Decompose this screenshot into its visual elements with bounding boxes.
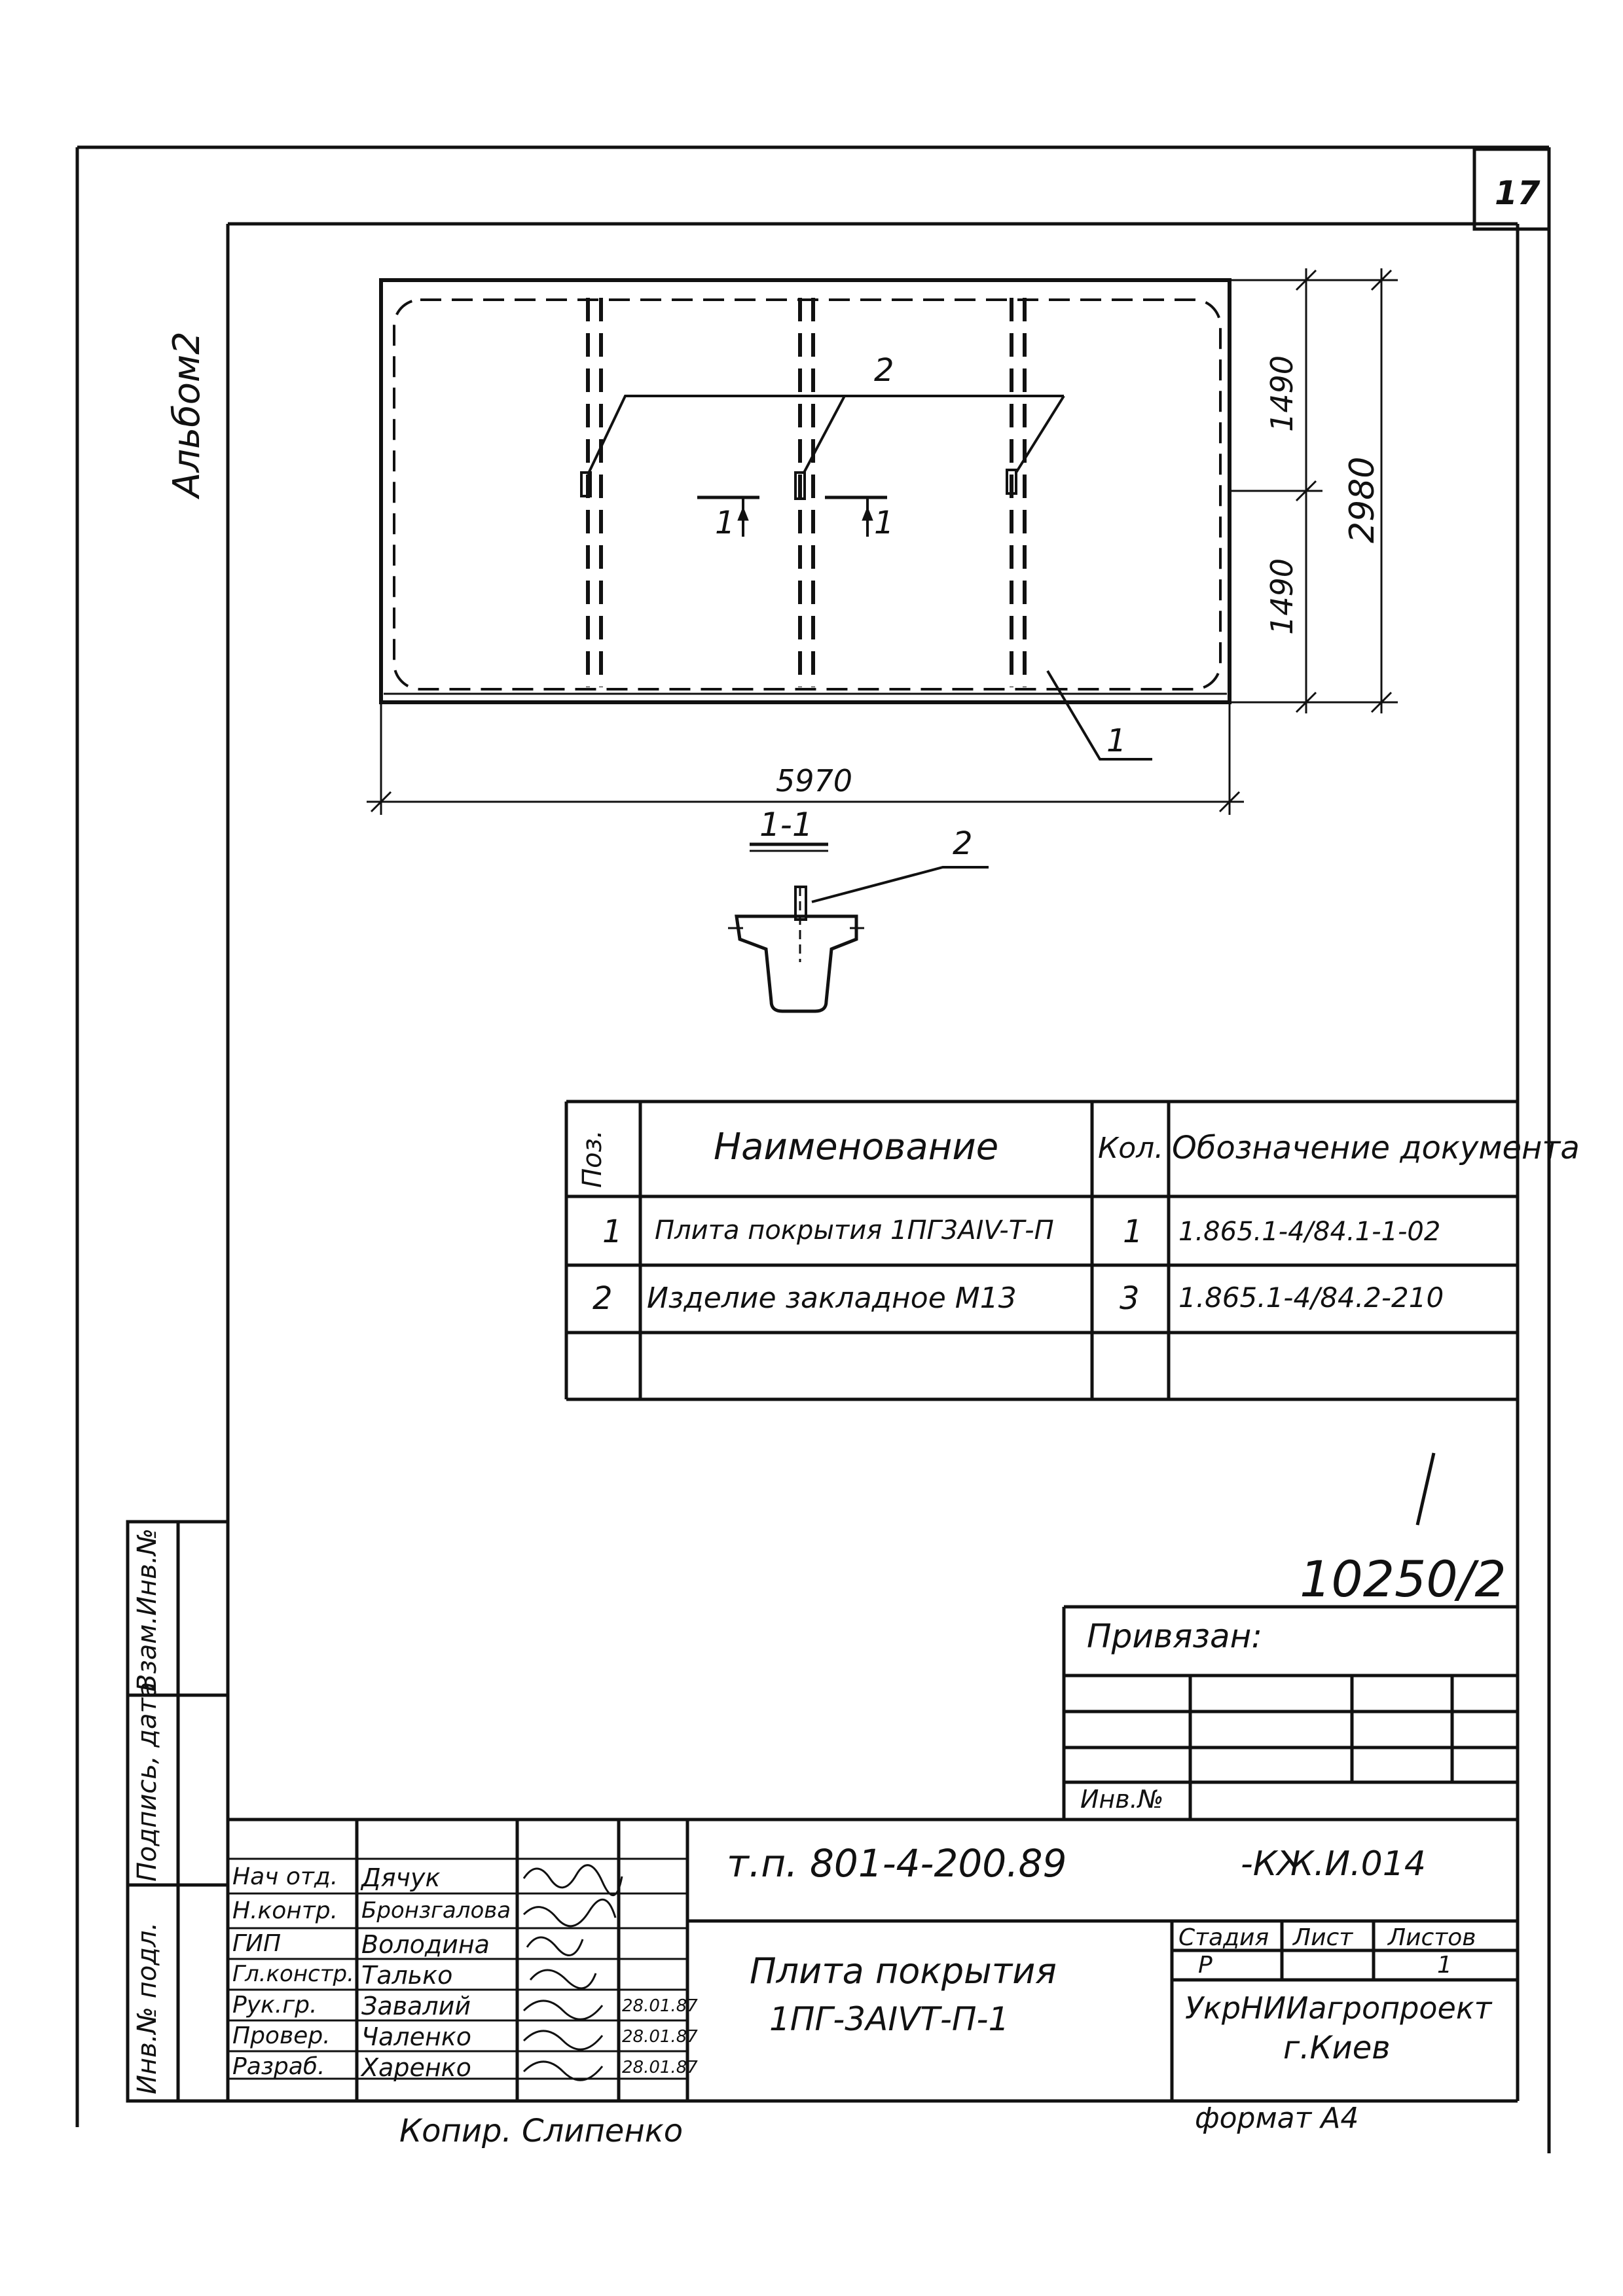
spec-row1-pos: 1	[602, 1213, 623, 1250]
section-title: 1-1	[759, 806, 813, 844]
dim-total-height: 2980	[1343, 456, 1382, 543]
title-block-grid	[228, 1818, 1518, 2101]
stage-header: Стадия	[1178, 1924, 1269, 1951]
sheets-header: Листов	[1388, 1924, 1476, 1951]
sheet-header: Лист	[1293, 1924, 1353, 1951]
role-4: Гл.констр.	[232, 1961, 354, 1987]
name-7: Харенко	[361, 2053, 471, 2082]
name-5: Завалий	[361, 1992, 471, 2020]
name-1: Дячук	[361, 1863, 441, 1892]
callout-plate-label: 1	[1106, 723, 1127, 759]
binding-label: Привязан:	[1087, 1617, 1263, 1655]
signatures	[522, 1452, 1436, 2081]
spec-table-grid	[564, 1100, 1518, 1401]
section-mark-left: 1	[715, 505, 735, 541]
role-1: Нач отд.	[232, 1863, 338, 1890]
archive-number: 10250/2	[1300, 1550, 1506, 1608]
spec-header-doc: Обозначение документа	[1172, 1130, 1580, 1166]
spec-row2-pos: 2	[593, 1280, 613, 1317]
slab-plan	[379, 278, 1231, 761]
spec-row1-name: Плита покрытия 1ПГ3АIV-Т-П	[655, 1215, 1054, 1246]
name-3: Володина	[361, 1930, 490, 1959]
section-callout-label: 2	[953, 825, 973, 862]
section-mark-right: 1	[874, 505, 894, 541]
side-stamp-signature-date: Подпись, дата	[132, 1681, 162, 1882]
dimension-lines	[367, 268, 1398, 815]
drawing-title-line1: Плита покрытия	[750, 1950, 1057, 1992]
spec-row2-name: Изделие закладное М13	[647, 1282, 1017, 1315]
name-2: Бронзгалова	[361, 1897, 511, 1924]
role-6: Провер.	[232, 2022, 331, 2049]
binding-inv-label: Инв.№	[1080, 1785, 1164, 1814]
doc-suffix: -КЖ.И.014	[1241, 1844, 1426, 1884]
spec-row2-doc: 1.865.1-4/84.2-210	[1178, 1282, 1444, 1314]
copier-line: Копир. Слипенко	[399, 2113, 684, 2149]
callout-embedded-label: 2	[874, 352, 894, 389]
date-5: 28.01.87	[622, 1996, 698, 2016]
sheets-value: 1	[1437, 1952, 1452, 1979]
doc-code: т.п. 801-4-200.89	[727, 1841, 1067, 1886]
date-6: 28.01.87	[622, 2027, 698, 2047]
spec-header-qty: Кол.	[1098, 1132, 1164, 1165]
side-stamp-inv-original: Инв.№ подл.	[132, 1922, 162, 2094]
side-stamp-grid	[126, 1520, 230, 2103]
side-stamp-replacement-inv: Взам.Инв.№	[132, 1528, 162, 1692]
stage-value: Р	[1198, 1952, 1213, 1979]
spec-row1-doc: 1.865.1-4/84.1-1-02	[1178, 1217, 1441, 1247]
role-2: Н.контр.	[232, 1897, 338, 1924]
page-number: 17	[1495, 174, 1541, 212]
format-label: формат А4	[1195, 2102, 1359, 2135]
album-label: Альбом2	[166, 331, 208, 497]
dim-length: 5970	[776, 763, 853, 798]
spec-header-pos: Поз.	[577, 1130, 608, 1188]
drawing-title-line2: 1ПГ-3АIVТ-П-1	[769, 2000, 1010, 2038]
date-7: 28.01.87	[622, 2058, 698, 2077]
role-3: ГИП	[232, 1930, 282, 1957]
role-5: Рук.гр.	[232, 1992, 318, 2018]
spec-row1-qty: 1	[1123, 1213, 1143, 1250]
role-7: Разраб.	[232, 2053, 325, 2080]
org-line1: УкрНИИагропроект	[1185, 1990, 1492, 2026]
name-4: Талько	[361, 1961, 453, 1990]
dim-half-top: 1490	[1264, 355, 1300, 432]
org-line2: г.Киев	[1283, 2030, 1391, 2066]
spec-row2-qty: 3	[1120, 1280, 1140, 1317]
section-1-1	[728, 842, 989, 1013]
spec-header-name: Наименование	[714, 1126, 999, 1168]
dim-half-bottom: 1490	[1264, 558, 1300, 635]
name-6: Чаленко	[361, 2022, 472, 2051]
